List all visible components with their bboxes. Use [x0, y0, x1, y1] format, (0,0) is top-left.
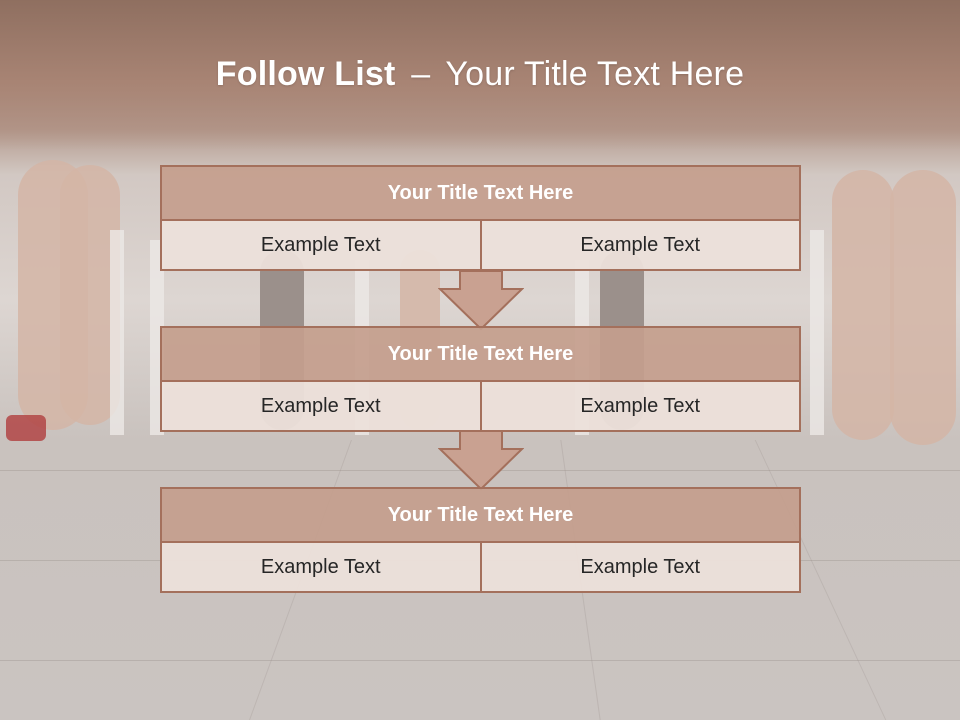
- block-cell-left: Example Text: [160, 543, 482, 593]
- title-rest: Your Title Text Here: [445, 55, 745, 93]
- block-cell-right: Example Text: [481, 221, 801, 271]
- block-title: Your Title Text Here: [160, 165, 801, 221]
- header-band: [0, 0, 960, 150]
- follow-block-1: Your Title Text Here Example Text Exampl…: [160, 165, 801, 271]
- title-separator: –: [411, 55, 431, 93]
- down-arrow-icon: [438, 431, 524, 491]
- follow-block-3: Your Title Text Here Example Text Exampl…: [160, 487, 801, 593]
- block-row: Example Text Example Text: [160, 221, 801, 271]
- block-title: Your Title Text Here: [160, 487, 801, 543]
- down-arrow-icon: [438, 271, 524, 331]
- block-cell-right: Example Text: [481, 543, 801, 593]
- block-cell-right: Example Text: [481, 382, 801, 432]
- block-row: Example Text Example Text: [160, 543, 801, 593]
- follow-block-2: Your Title Text Here Example Text Exampl…: [160, 326, 801, 432]
- title-bold: Follow List: [215, 55, 396, 93]
- slide-title: Follow List – Your Title Text Here: [0, 55, 960, 94]
- block-cell-left: Example Text: [160, 221, 482, 271]
- block-row: Example Text Example Text: [160, 382, 801, 432]
- block-title: Your Title Text Here: [160, 326, 801, 382]
- block-cell-left: Example Text: [160, 382, 482, 432]
